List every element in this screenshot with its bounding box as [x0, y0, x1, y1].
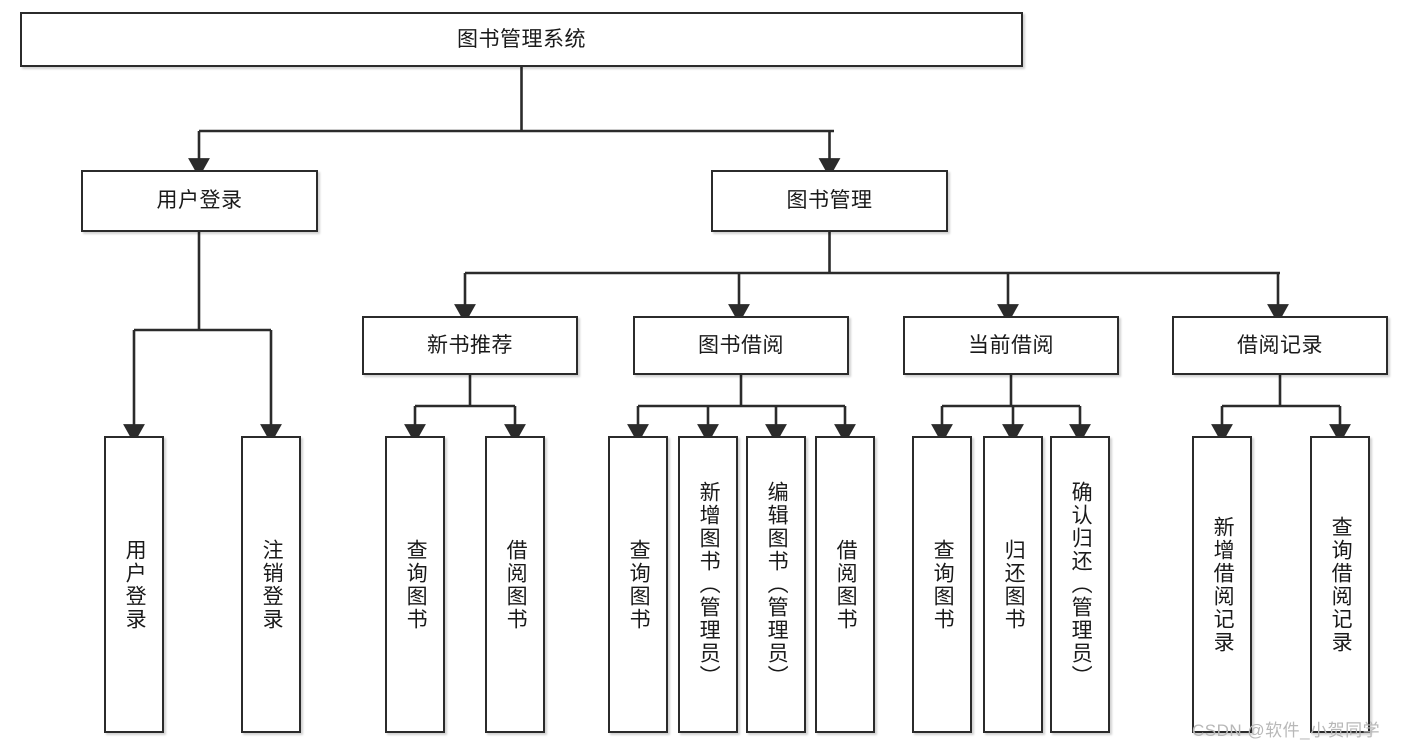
leaf-query-borrow-record[interactable]: 查询借阅记录 — [1310, 436, 1370, 733]
leaf-confirm-return-admin[interactable]: 确认归还（管理员） — [1050, 436, 1110, 733]
leaf-user-login[interactable]: 用户登录 — [104, 436, 164, 733]
leaf-edit-book-admin[interactable]: 编辑图书（管理员） — [746, 436, 806, 733]
leaf-logout[interactable]: 注销登录 — [241, 436, 301, 733]
node-borrow-record[interactable]: 借阅记录 — [1172, 316, 1388, 375]
leaf-add-borrow-record[interactable]: 新增借阅记录 — [1192, 436, 1252, 733]
leaf-return-book[interactable]: 归还图书 — [983, 436, 1043, 733]
node-current-borrow[interactable]: 当前借阅 — [903, 316, 1119, 375]
leaf-borrow-book-newbook[interactable]: 借阅图书 — [485, 436, 545, 733]
node-root[interactable]: 图书管理系统 — [20, 12, 1023, 67]
leaf-add-book-admin[interactable]: 新增图书（管理员） — [678, 436, 738, 733]
node-user-login[interactable]: 用户登录 — [81, 170, 318, 232]
leaf-query-book-borrow[interactable]: 查询图书 — [608, 436, 668, 733]
leaf-borrow-book[interactable]: 借阅图书 — [815, 436, 875, 733]
leaf-query-book-newbook[interactable]: 查询图书 — [385, 436, 445, 733]
node-book-borrow[interactable]: 图书借阅 — [633, 316, 849, 375]
leaf-query-book-current[interactable]: 查询图书 — [912, 436, 972, 733]
node-book-management[interactable]: 图书管理 — [711, 170, 948, 232]
node-new-book-recommend[interactable]: 新书推荐 — [362, 316, 578, 375]
